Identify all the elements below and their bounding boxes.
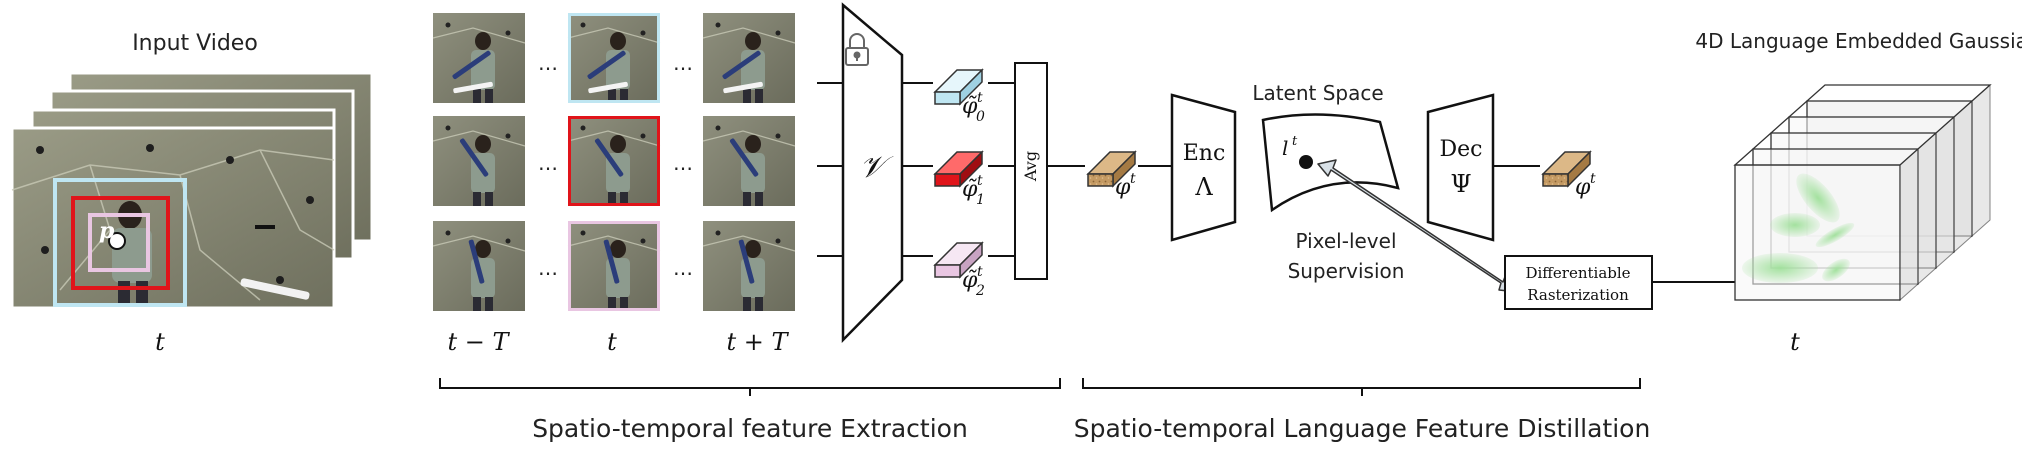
- phi-label-right: φ t: [1575, 171, 1596, 200]
- svg-text:2: 2: [975, 283, 985, 299]
- encoder-trapezoid: [841, 2, 904, 344]
- enc-lambda: Enc Λ: [1170, 93, 1237, 242]
- wall-dots: [36, 144, 314, 284]
- feature-block-1: [933, 150, 984, 188]
- svg-text:φ̃: φ̃: [962, 94, 978, 119]
- input-video-title: Input Video: [132, 31, 258, 56]
- section-label-right: Spatio-temporal Language Feature Distill…: [1074, 414, 1651, 443]
- frame-thumbnail: [702, 221, 796, 311]
- feature-label-0: φ̃ 0 t: [962, 90, 985, 125]
- svg-text:φ: φ: [1575, 175, 1591, 200]
- dec-label: Dec: [1440, 137, 1483, 162]
- gaussian-4d: 4D Language Embedded Gaussian t: [1695, 29, 2022, 356]
- phi-label-left: φ t: [1115, 171, 1136, 200]
- frame-label-center: t: [607, 328, 617, 356]
- floor-light-bar: [240, 278, 310, 300]
- latent-point: [1299, 155, 1313, 169]
- feature-label-2: φ̃ 2 t: [962, 264, 985, 299]
- svg-text:φ̃: φ̃: [962, 268, 978, 293]
- gaussian-blobs: [1742, 173, 1855, 283]
- phi-block-right: [1541, 150, 1592, 188]
- latent-point-label: l: [1282, 136, 1288, 160]
- video-frame-stack: p: [10, 71, 374, 310]
- section-brace-right: [1082, 378, 1641, 396]
- context-box-large: [53, 178, 187, 307]
- input-time-label: t: [155, 328, 165, 356]
- section-brace-left: [439, 378, 1061, 396]
- dec-symbol: Ψ: [1450, 170, 1471, 198]
- supervision-line-2: Supervision: [1288, 259, 1405, 283]
- frame-label-left: t − T: [447, 328, 510, 356]
- svg-text:t: t: [977, 264, 983, 280]
- svg-text:t: t: [977, 90, 983, 106]
- wall-panel-lines: [11, 149, 335, 301]
- section-label-left: Spatio-temporal feature Extraction: [532, 414, 968, 443]
- latent-title: Latent Space: [1252, 81, 1383, 105]
- avg-label: Avg: [1021, 151, 1040, 182]
- lock-icon: [845, 33, 869, 66]
- dec-psi: Dec Ψ: [1426, 93, 1495, 242]
- ellipsis-r3-b: …: [673, 256, 693, 280]
- avg-box: Avg: [1014, 62, 1048, 280]
- frame-thumbnail: [702, 116, 796, 206]
- query-point: [108, 232, 126, 250]
- frame-thumbnail: [567, 221, 661, 311]
- ellipsis-r2-a: …: [538, 151, 558, 175]
- raster-line-2: Rasterization: [1527, 286, 1629, 304]
- svg-text:t: t: [977, 173, 983, 189]
- svg-text:0: 0: [976, 109, 985, 125]
- svg-text:t: t: [1130, 171, 1136, 187]
- frame-thumbnail: [567, 116, 661, 206]
- frame-label-right: t + T: [726, 328, 789, 356]
- svg-text:t: t: [1292, 134, 1298, 149]
- ellipsis-r3-a: …: [538, 256, 558, 280]
- frame-thumbnail: [702, 13, 796, 103]
- supervision-line-1: Pixel-level: [1295, 229, 1396, 253]
- feature-lines: [902, 82, 1085, 257]
- rasterization-box: Differentiable Rasterization: [1504, 255, 1653, 310]
- frozen-encoder: 𝒱: [841, 2, 904, 344]
- frame-thumbnail: [432, 116, 526, 206]
- wall-bracket: [255, 225, 275, 229]
- ellipsis-r1-b: …: [673, 51, 693, 75]
- ellipsis-r2-b: …: [673, 151, 693, 175]
- enc-symbol: Λ: [1194, 173, 1213, 201]
- query-point-label: p: [99, 218, 115, 244]
- frame-thumbnail: [432, 13, 526, 103]
- gaussian-time-label: t: [1790, 328, 1800, 356]
- svg-text:1: 1: [976, 192, 985, 208]
- ellipsis-r1-a: …: [538, 51, 558, 75]
- video-frame-front: [10, 126, 336, 310]
- latent-space: Latent Space l t: [1252, 81, 1400, 213]
- gaussian-title: 4D Language Embedded Gaussian: [1695, 29, 2022, 53]
- enc-label: Enc: [1183, 141, 1226, 166]
- phi-block-left: [1086, 150, 1137, 188]
- raster-line-1: Differentiable: [1525, 264, 1630, 282]
- context-box-medium: [71, 196, 170, 290]
- feature-label-1: φ̃ 1 t: [962, 173, 985, 208]
- context-box-small: [88, 213, 150, 272]
- svg-text:t: t: [1590, 171, 1596, 187]
- svg-text:φ̃: φ̃: [962, 177, 978, 202]
- frame-grid: … … … … … … t − T t t + T: [432, 13, 796, 356]
- feature-block-0: [933, 68, 984, 106]
- input-video-group: Input Video: [10, 31, 374, 356]
- frame-thumbnail: [432, 221, 526, 311]
- encoder-input-lines: [817, 82, 843, 257]
- svg-text:φ: φ: [1115, 175, 1131, 200]
- frame-thumbnail: [567, 13, 661, 103]
- feature-block-2: [933, 241, 984, 279]
